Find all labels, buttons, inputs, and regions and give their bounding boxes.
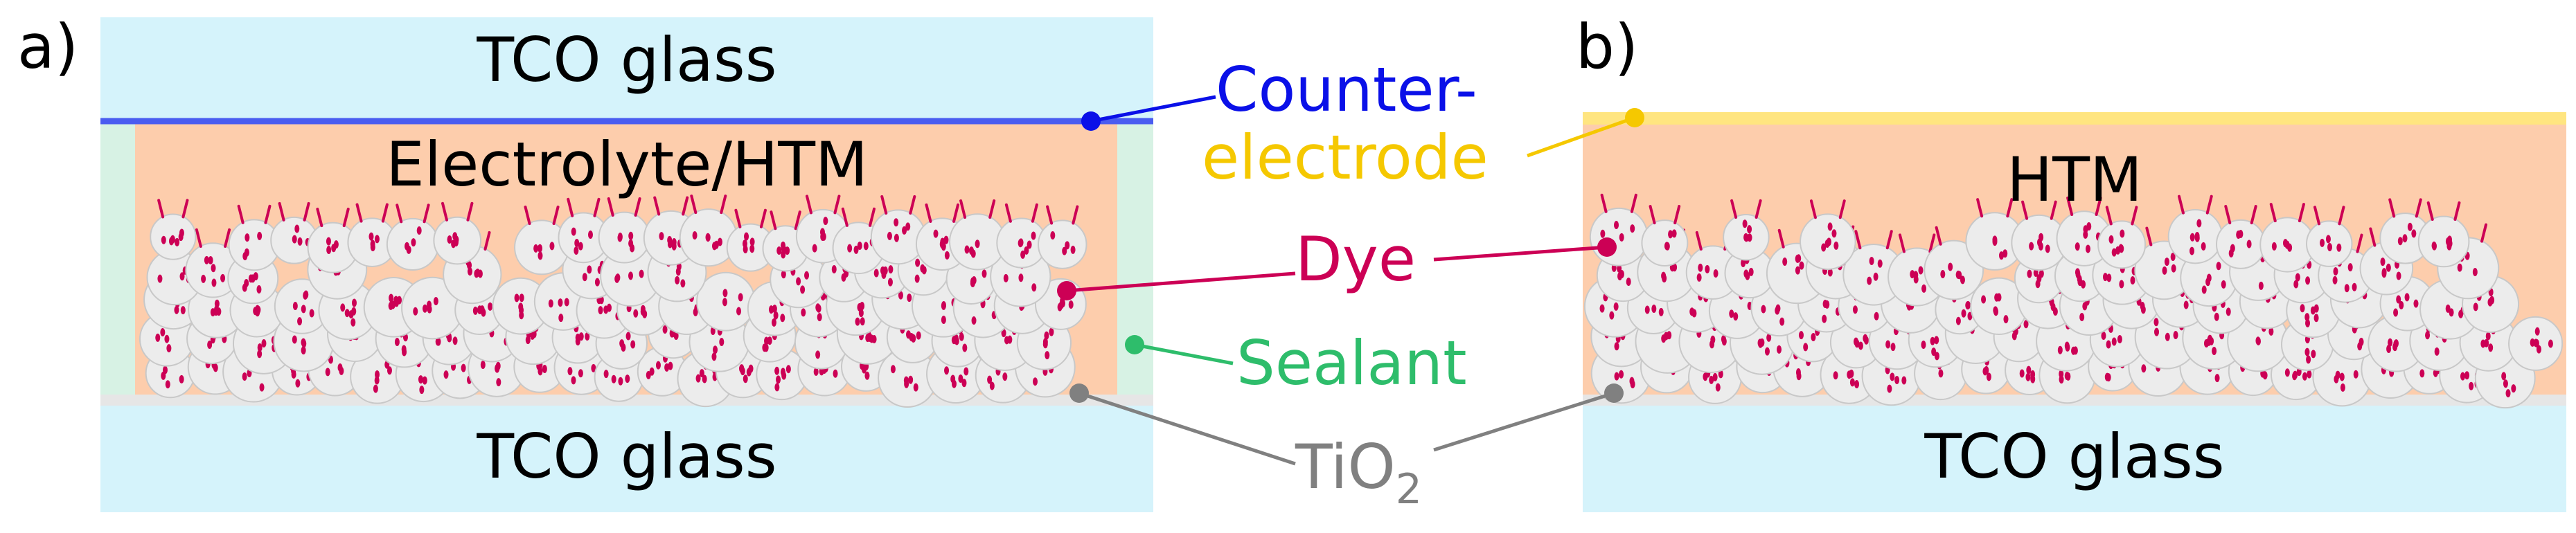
- tio2-particle: [1641, 205, 1689, 266]
- tio2-particle: [1970, 277, 2028, 335]
- panel-b: HTM TCO glass b): [1576, 11, 2566, 512]
- panel-a-top-glass: [100, 17, 1153, 121]
- counter-electrode-leader-a: [1090, 95, 1216, 123]
- tio2-particle: [1723, 199, 1770, 261]
- counter-electrode-dot-b: [1625, 108, 1644, 127]
- tio2-particle: [2508, 316, 2564, 371]
- tio2-particle: [433, 201, 482, 265]
- dye-dot-b: [1597, 237, 1617, 257]
- tio2-particle: [514, 206, 570, 275]
- tio2-particle: [1685, 231, 1741, 300]
- tio2-label-base: TiO: [1295, 431, 1396, 503]
- tio2-leader-b: [1433, 391, 1615, 452]
- tio2-particle: [150, 199, 197, 260]
- tio2-particle: [347, 203, 397, 267]
- tio2-particle: [1037, 205, 1087, 269]
- tio2-dot-b: [1604, 383, 1624, 403]
- tio2-leader-a: [1078, 391, 1296, 466]
- panel-b-tio2-particles: [1583, 193, 2564, 409]
- tio2-particle: [696, 271, 756, 332]
- counter-electrode-label-line2: electrode: [1202, 122, 1489, 193]
- panel-a-sealant-left: [100, 121, 135, 395]
- dye-dot-a: [1057, 281, 1076, 300]
- panel-a-top-glass-label: TCO glass: [476, 24, 776, 96]
- tio2-particle: [996, 203, 1047, 269]
- dye-label: Dye: [1295, 224, 1416, 295]
- tio2-particle: [2167, 195, 2223, 264]
- panel-a-bottom-glass-label: TCO glass: [476, 421, 776, 492]
- tio2-particle: [2417, 201, 2470, 268]
- panel-b-letter: b): [1576, 11, 1638, 82]
- sealant-dot: [1125, 335, 1144, 354]
- tio2-particle: [228, 204, 281, 271]
- tio2-particle: [2379, 198, 2431, 264]
- panel-a-tio2-particles: [139, 195, 1087, 408]
- panel-a: TCO glass Electrolyte/HTM TCO glass a): [17, 11, 1153, 512]
- tio2-particle: [637, 346, 688, 397]
- panel-b-bottom-glass-label: TCO glass: [1924, 421, 2224, 492]
- tio2-label: TiO2: [1295, 431, 1422, 514]
- panel-b-counter-electrode: [1583, 112, 2566, 125]
- panel-b-bottom-glass: [1583, 406, 2566, 512]
- panel-a-bottom-glass: [100, 406, 1153, 512]
- sealant-leader: [1134, 343, 1234, 365]
- tio2-particle: [492, 277, 550, 335]
- counter-electrode-label-line1: Counter-: [1216, 54, 1477, 125]
- sealant-label: Sealant: [1236, 327, 1467, 399]
- counter-electrode-leader-b: [1527, 116, 1635, 158]
- tio2-particle: [726, 208, 775, 272]
- tio2-particle: [307, 208, 359, 273]
- panel-a-electrolyte-label: Electrolyte/HTM: [386, 129, 868, 200]
- tio2-particle: [185, 228, 241, 298]
- tio2-particle: [2097, 206, 2147, 269]
- tio2-particle: [270, 201, 318, 264]
- callouts: Counter- electrode Dye Sealant TiO2: [1057, 54, 1644, 514]
- dye-leader-b: [1433, 245, 1608, 262]
- counter-electrode-dot-a: [1081, 111, 1101, 131]
- panel-b-htm-label: HTM: [2007, 144, 2142, 215]
- tio2-particle: [1800, 199, 1856, 271]
- tio2-label-subscript: 2: [1396, 465, 1422, 514]
- tio2-particle: [2306, 206, 2353, 267]
- tio2-particle: [870, 195, 926, 265]
- tio2-dot-a: [1069, 383, 1089, 403]
- tio2-particle: [949, 199, 1006, 271]
- dye-leader-a: [1066, 271, 1296, 293]
- tio2-particle: [2259, 203, 2316, 273]
- panel-a-letter: a): [17, 11, 78, 82]
